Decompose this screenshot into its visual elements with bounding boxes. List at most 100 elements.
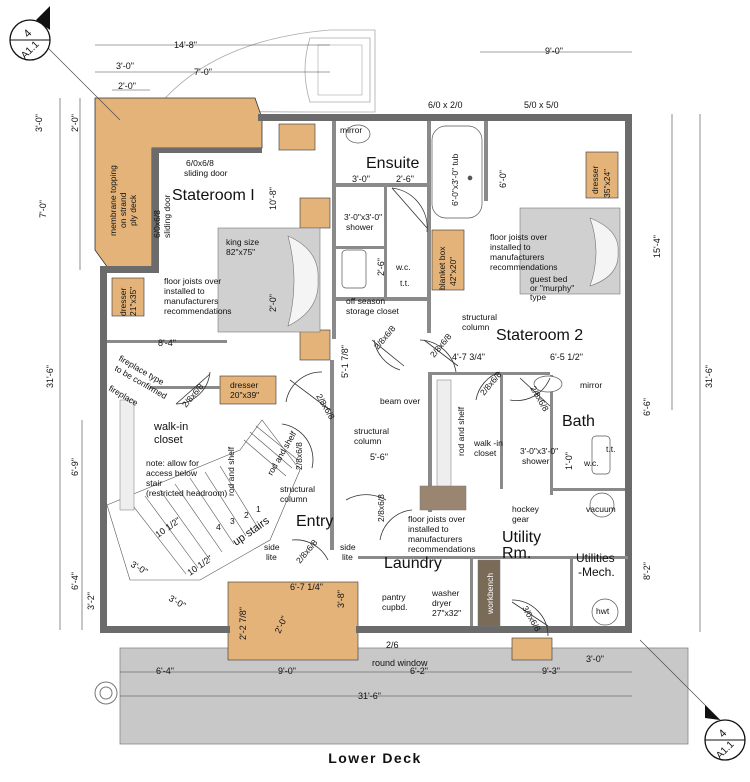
interior-walls [107, 121, 628, 626]
door-label: sliding door [162, 194, 172, 238]
section-marker-bottom: 4 A1.1 [704, 705, 746, 762]
joists-note: recommendations [164, 306, 232, 316]
door-label: 6/0x6/8 [186, 158, 214, 168]
dim: 8'-4" [158, 338, 176, 348]
wc-label: w.c. [583, 458, 599, 468]
dim: 3'-8" [336, 590, 346, 608]
stair-step: 3 [230, 516, 235, 526]
stair-note: (restricted headroom) [146, 488, 227, 498]
joists-note: manufacturers [490, 252, 544, 262]
dim: 7'-0" [38, 200, 48, 218]
door-label: 2/8x6/8 [376, 494, 386, 522]
walkin-closet-label: walk -in [473, 438, 503, 448]
dim: 15'-4" [652, 235, 662, 258]
dim: 9'-3" [542, 666, 560, 676]
structural-column-label: column [462, 322, 490, 332]
joists-note: floor joists over [164, 276, 221, 286]
dimension-labels: 14'-8" 3'-0" 7'-0" 2'-0" 9'-0" 6/0 x 2/0… [34, 40, 714, 701]
side-lite-label: side [340, 542, 356, 552]
dim: 6'-6" [642, 398, 652, 416]
dim: 6'-4" [70, 572, 80, 590]
dim: 2'-0" [118, 81, 136, 91]
dim: 2'-6" [376, 258, 386, 276]
rod-shelf-label: rod and shelf [226, 446, 236, 496]
dim: 5'-6" [370, 452, 388, 462]
dim: 7'-0" [194, 67, 212, 77]
tt-label: t.t. [606, 444, 615, 454]
dim: 9'-0" [545, 46, 563, 56]
exterior-walls [100, 114, 632, 633]
joists-note: recommendations [490, 262, 558, 272]
dim: 3'-0" [34, 114, 44, 132]
mirror-label: mirror [580, 380, 602, 390]
dim: 3'-0" [586, 654, 604, 664]
side-lite-label: lite [342, 552, 353, 562]
washer-dryer-label: washer [431, 588, 460, 598]
dim: 8'-2" [642, 562, 652, 580]
deck-post [94, 681, 118, 705]
room-label-laundry: Laundry [384, 555, 442, 572]
dresser-label: 20"x39" [230, 390, 259, 400]
section-marker-top: 4 A1.1 [9, 6, 51, 62]
door-label: 6/0x6/8 [152, 210, 162, 238]
hwt-label: hwt [596, 606, 610, 616]
closet-shelving [119, 379, 501, 627]
tub-label: 6'-0"x3'-0" tub [450, 153, 460, 206]
dresser-label: dresser [230, 380, 259, 390]
membrane-label: on strand [118, 192, 128, 228]
stair-step: 4 [216, 522, 221, 532]
dim: 31'-6" [45, 365, 55, 388]
furniture [111, 123, 619, 661]
vacuum-label: vacuum [586, 504, 616, 514]
beam-label: beam over [380, 396, 420, 406]
side-lite-label: side [264, 542, 280, 552]
guest-bed-label: guest bed [530, 274, 568, 284]
dim: 6'-0" [498, 170, 508, 188]
dim: 2'-6" [396, 174, 414, 184]
dim: 31'-6" [358, 691, 381, 701]
dimension-lines [39, 39, 721, 721]
room-label-ensuite: Ensuite [366, 155, 419, 172]
joists-note: floor joists over [408, 514, 465, 524]
stair-note: access below [146, 468, 198, 478]
offseason-label: off season [346, 296, 385, 306]
joists-note: installed to [490, 242, 531, 252]
stair-step: 1 [256, 504, 261, 514]
door-label: 2/8x6/8 [428, 331, 454, 359]
king-bed-label: king size [226, 237, 259, 247]
hockey-gear-label: hockey [512, 504, 540, 514]
dim: 3'-0" [129, 559, 150, 577]
room-label-bath: Bath [562, 413, 595, 430]
dim: 6'-4" [156, 666, 174, 676]
dim: 6/0 x 2/0 [428, 100, 463, 110]
workbench-label: workbench [485, 573, 495, 615]
room-label-stateroom2: Stateroom 2 [496, 327, 583, 344]
dim: 3'-0" [116, 61, 134, 71]
drawing-title: Lower Deck [328, 750, 422, 766]
dim: 3'-0" [352, 174, 370, 184]
dim: 6'-9" [70, 458, 80, 476]
stair-step: 2 [244, 510, 249, 520]
rod-shelf-label: rod and shelf [456, 406, 466, 456]
room-label-walkin2: closet [154, 434, 183, 446]
mirror-label: mirror [340, 125, 362, 135]
structural-column-label: structural [280, 484, 315, 494]
joists-note: floor joists over [490, 232, 547, 242]
door-label: 2/8x6/8 [294, 442, 304, 470]
tt-label: t.t. [400, 278, 409, 288]
structural-column-label: column [280, 494, 308, 504]
room-label-entry: Entry [296, 513, 333, 530]
dim: 2/6 [386, 640, 399, 650]
joists-note: manufacturers [408, 534, 462, 544]
pantry-label: pantry [382, 592, 406, 602]
dim: 1'-0" [564, 452, 574, 470]
room-label-stateroom1: Stateroom I [172, 187, 255, 204]
dim: 14'-8" [174, 40, 197, 50]
dim: 3'-0" [167, 593, 188, 611]
dim: 4'-7 3/4" [452, 352, 485, 362]
stairs [106, 419, 301, 581]
dresser-label: 21"x35" [128, 287, 138, 316]
dresser-label: 35"x24" [602, 169, 612, 198]
dim: 2'-0" [268, 294, 278, 312]
